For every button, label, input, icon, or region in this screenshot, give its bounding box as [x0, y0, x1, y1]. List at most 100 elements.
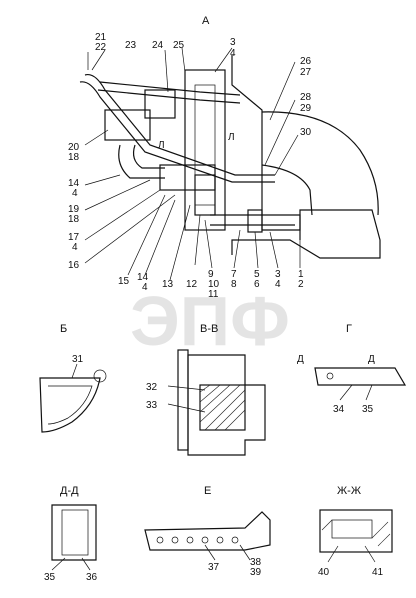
view-e-leader-38 — [239, 544, 251, 561]
view-g-shape — [314, 367, 407, 386]
main-pipe-upper — [84, 73, 275, 176]
callout-24: 24 — [152, 40, 164, 51]
view-zhzh: Ж-Ж 40 41 — [318, 485, 393, 578]
curved-tube — [261, 164, 313, 216]
callout-28: 28 — [300, 92, 312, 103]
upper-pipe-b — [97, 89, 241, 104]
upper-pipe-a — [99, 81, 241, 96]
callout-39: 39 — [250, 567, 262, 578]
bracket-inner — [194, 84, 216, 206]
frame-plate — [231, 55, 381, 259]
callout-8: 8 — [231, 279, 237, 290]
callout-21: 21 — [95, 32, 107, 43]
view-g-leader-35 — [365, 384, 373, 401]
vv-leader-33 — [167, 403, 206, 413]
callout-9: 9 — [208, 269, 214, 280]
view-zhzh-shape — [319, 509, 393, 553]
callout-29: 29 — [300, 103, 312, 114]
callout-1: 1 — [298, 269, 304, 280]
callout-16: 16 — [68, 260, 80, 271]
vertical-bracket — [184, 69, 226, 231]
view-zhzh-hatching — [321, 519, 391, 547]
hose-outer — [118, 144, 165, 179]
callout-31: 31 — [72, 354, 84, 365]
callout-18-b: 18 — [68, 214, 80, 225]
central-coupling — [159, 164, 216, 191]
callout-4: 4 — [230, 48, 236, 59]
callout-30: 30 — [300, 127, 312, 138]
view-dd-shape — [51, 504, 97, 561]
vv-leader-32 — [167, 385, 206, 391]
view-dd-inner — [61, 509, 89, 556]
section-mark-l1: Л — [158, 140, 165, 151]
left-block — [104, 109, 151, 141]
view-a: А — [68, 15, 381, 300]
view-dd: Д-Д 35 36 — [44, 485, 98, 583]
vv-left-plate — [177, 349, 189, 451]
callout-11: 11 — [208, 289, 219, 300]
view-a-title: А — [202, 15, 210, 27]
main-pipe-lower — [79, 81, 275, 183]
callout-33: 33 — [146, 400, 158, 411]
vv-housing — [187, 354, 266, 456]
view-zhzh-insert — [331, 519, 373, 539]
view-b-title: Б — [60, 323, 67, 335]
callout-15: 15 — [118, 276, 130, 287]
view-zhzh-leader-41 — [364, 545, 376, 563]
view-g-arrow-d2: Д — [368, 354, 375, 365]
callout-13: 13 — [162, 279, 174, 290]
callout-25: 25 — [173, 40, 185, 51]
view-e: Е 37 38 39 — [144, 485, 271, 578]
callout-2: 2 — [298, 279, 304, 290]
section-mark-l2: Л — [228, 132, 235, 143]
callout-34: 34 — [333, 404, 345, 415]
view-g-hole — [326, 372, 334, 380]
callout-12: 12 — [186, 279, 198, 290]
pipe-clamp — [247, 209, 263, 233]
callout-10: 10 — [208, 279, 220, 290]
view-g: Г Д Д 34 35 — [297, 323, 407, 415]
leader-lines — [84, 47, 301, 281]
callout-7: 7 — [231, 269, 237, 280]
view-dd-title: Д-Д — [60, 485, 79, 497]
callout-27: 27 — [300, 67, 312, 78]
view-g-arrow-d1: Д — [297, 354, 304, 365]
view-g-title: Г — [346, 323, 352, 335]
view-b-shape — [39, 377, 101, 433]
view-b-bolt — [93, 369, 107, 383]
callout-4-b: 4 — [72, 242, 78, 253]
callout-35: 35 — [362, 404, 374, 415]
view-e-leader-37 — [204, 544, 216, 561]
callout-36: 36 — [86, 572, 98, 583]
callout-22: 22 — [95, 42, 107, 53]
frame-contour — [261, 111, 379, 216]
callout-14: 14 — [68, 178, 80, 189]
callout-23: 23 — [125, 40, 137, 51]
callout-41: 41 — [372, 567, 384, 578]
view-b-leader — [71, 363, 78, 379]
callout-5: 5 — [254, 269, 260, 280]
view-vv-title: В-В — [200, 323, 218, 335]
vv-bearing — [199, 384, 246, 431]
callout-4-d: 4 — [275, 279, 281, 290]
watermark: ЭПФ — [130, 282, 290, 360]
vv-hatching — [199, 384, 246, 431]
view-e-shape — [144, 511, 271, 551]
callout-20: 20 — [68, 142, 80, 153]
view-e-title: Е — [204, 485, 211, 497]
callout-4-a: 4 — [72, 188, 78, 199]
callout-18: 18 — [68, 152, 80, 163]
upper-flange — [144, 89, 176, 119]
view-dd-leader-36 — [81, 557, 91, 571]
callout-3: 3 — [230, 37, 236, 48]
view-b: Б 31 — [39, 323, 107, 433]
view-g-leader-34 — [339, 384, 353, 401]
callout-38: 38 — [250, 557, 262, 568]
view-zhzh-leader-40 — [327, 545, 339, 563]
callout-26: 26 — [300, 56, 312, 67]
hose-inner — [132, 144, 165, 169]
callout-14-b: 14 — [137, 272, 149, 283]
callout-17: 17 — [68, 232, 80, 243]
callout-3-b: 3 — [275, 269, 281, 280]
